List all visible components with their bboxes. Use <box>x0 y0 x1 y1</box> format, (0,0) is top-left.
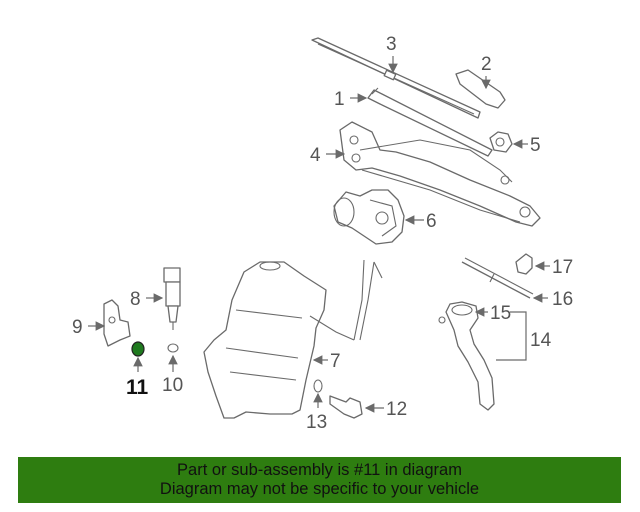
wiper-linkage[interactable] <box>339 121 541 227</box>
callout-8: 8 <box>130 289 141 310</box>
callout-2: 2 <box>481 54 492 75</box>
grommet-highlighted[interactable] <box>131 341 145 357</box>
wiper-motor[interactable] <box>333 189 405 245</box>
banner-line-1: Part or sub-assembly is #11 in diagram <box>177 461 462 479</box>
parts-diagram: 3 2 1 5 4 6 17 16 15 14 8 9 7 10 11 13 1… <box>72 34 573 433</box>
callout-3: 3 <box>386 34 397 55</box>
filler-neck[interactable] <box>438 301 495 411</box>
callout-11: 11 <box>126 376 149 399</box>
washer-nozzle[interactable] <box>515 253 533 275</box>
pump-o-ring[interactable] <box>167 343 179 353</box>
callout-13: 13 <box>306 412 327 433</box>
callout-1: 1 <box>334 89 345 110</box>
callout-14: 14 <box>530 330 552 351</box>
callout-15: 15 <box>490 303 511 324</box>
mounting-screw[interactable] <box>329 395 363 419</box>
banner-line-2: Diagram may not be specific to your vehi… <box>159 480 480 498</box>
wiper-arm[interactable] <box>367 87 493 157</box>
blade-insert[interactable] <box>455 69 506 109</box>
callout-5: 5 <box>530 135 541 156</box>
callout-7: 7 <box>330 351 341 372</box>
level-sensor[interactable] <box>103 299 131 347</box>
info-banner: Part or sub-assembly is #11 in diagram D… <box>18 457 621 503</box>
callout-16: 16 <box>552 289 573 310</box>
callout-10: 10 <box>162 375 183 396</box>
callout-12: 12 <box>386 399 407 420</box>
reservoir-seal[interactable] <box>313 379 323 393</box>
callout-4: 4 <box>310 145 321 166</box>
wiper-blade[interactable] <box>311 37 481 119</box>
leader-lines <box>88 56 550 413</box>
callout-6: 6 <box>426 211 437 232</box>
washer-reservoir[interactable] <box>203 259 383 419</box>
callout-9: 9 <box>72 317 83 338</box>
arm-nut[interactable] <box>489 131 513 153</box>
washer-hose[interactable] <box>461 257 534 299</box>
callout-17: 17 <box>552 257 573 278</box>
callout-labels: 3 2 1 5 4 6 17 16 15 14 8 9 7 10 11 13 1… <box>72 34 573 433</box>
washer-pump[interactable] <box>163 267 181 330</box>
